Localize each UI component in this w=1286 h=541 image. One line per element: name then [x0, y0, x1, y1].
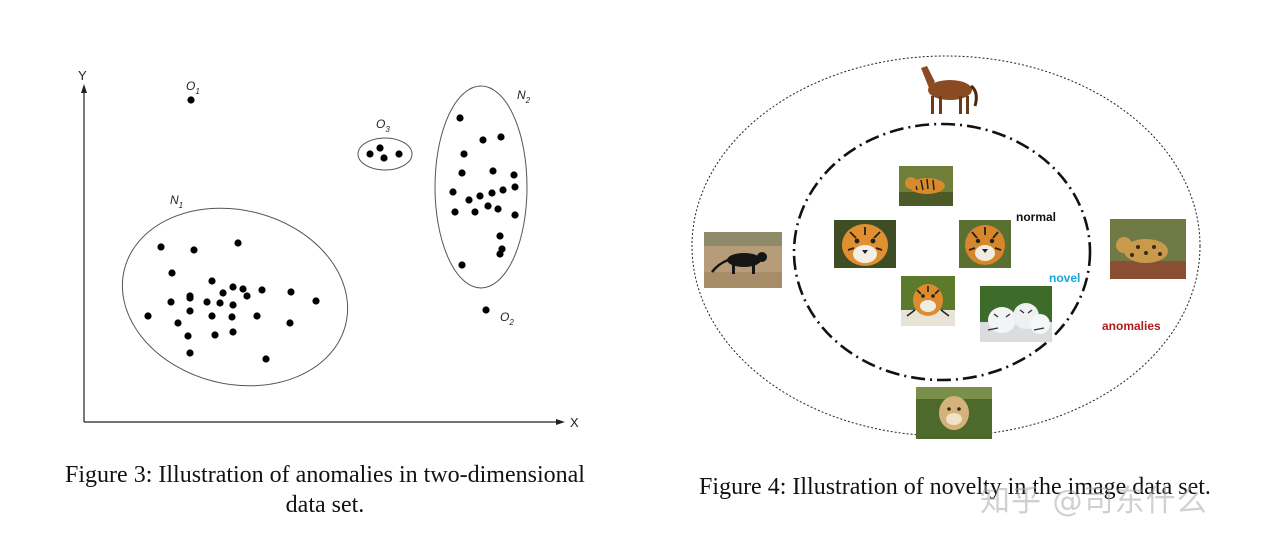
data-point [239, 285, 246, 292]
data-point [460, 150, 467, 157]
data-point [168, 269, 175, 276]
data-point [465, 196, 472, 203]
anomalies-label: anomalies [1102, 319, 1161, 333]
data-point [496, 232, 503, 239]
data-point [253, 312, 260, 319]
data-point [258, 286, 265, 293]
cluster-n1-label: N1 [170, 193, 183, 210]
data-point [229, 301, 236, 308]
data-point [488, 189, 495, 196]
data-point [216, 299, 223, 306]
data-point [287, 288, 294, 295]
data-point [203, 298, 210, 305]
cluster-n1-boundary [103, 185, 366, 409]
data-point [144, 312, 151, 319]
watermark: 知乎 @司东什么 [980, 476, 1208, 520]
outlier-o2-label: O2 [500, 310, 514, 327]
data-point [511, 211, 518, 218]
figure-3-caption-line2: data set. [20, 490, 630, 520]
data-point [190, 246, 197, 253]
data-point [174, 319, 181, 326]
tiger-image [899, 166, 953, 206]
data-point [234, 239, 241, 246]
tiger-face-image [834, 220, 896, 268]
data-point [494, 205, 501, 212]
normal-label: normal [1016, 210, 1056, 224]
data-point [167, 298, 174, 305]
tiger-face-image [959, 220, 1011, 268]
data-point [208, 312, 215, 319]
outlier-o1-label: O1 [186, 79, 200, 96]
data-point [243, 292, 250, 299]
black-panther-image [704, 232, 782, 288]
cluster-o3-boundary [358, 138, 412, 170]
data-point [471, 208, 478, 215]
data-point [157, 243, 164, 250]
data-point [458, 261, 465, 268]
data-point [366, 150, 373, 157]
data-point [496, 250, 503, 257]
novel-label: novel [1049, 271, 1080, 285]
y-axis-label: Y [78, 68, 87, 83]
cluster-o3-label: O3 [376, 117, 390, 134]
cluster-n2-label: N2 [517, 88, 531, 105]
data-point [451, 208, 458, 215]
leopard-image [1110, 219, 1186, 279]
data-point [186, 307, 193, 314]
data-point [479, 136, 486, 143]
y-axis-arrow [81, 84, 87, 93]
data-point [499, 186, 506, 193]
data-point [312, 297, 319, 304]
data-point [186, 349, 193, 356]
data-point [511, 183, 518, 190]
data-point [228, 313, 235, 320]
data-point [510, 171, 517, 178]
data-point [380, 154, 387, 161]
tiger-image [901, 276, 955, 326]
horse-image [921, 66, 976, 114]
figure-3-caption-line1: Figure 3: Illustration of anomalies in t… [20, 460, 630, 490]
data-point [208, 277, 215, 284]
white-tiger-image [980, 286, 1052, 342]
figure-3-caption: Figure 3: Illustration of anomalies in t… [20, 460, 630, 520]
data-point [456, 114, 463, 121]
data-point [229, 328, 236, 335]
x-axis-arrow [556, 419, 565, 425]
data-point [482, 306, 489, 313]
data-point [187, 96, 194, 103]
data-point [184, 332, 191, 339]
data-point [395, 150, 402, 157]
data-point [489, 167, 496, 174]
data-point [376, 144, 383, 151]
data-point [229, 283, 236, 290]
data-point [262, 355, 269, 362]
figure-4-novelty-diagram: normal novel anomalies [680, 50, 1240, 450]
figure-3-scatter-diagram: Y X N1 N2 O3 O1 O2 [60, 60, 600, 450]
data-point [211, 331, 218, 338]
data-point [458, 169, 465, 176]
lioness-image [916, 387, 992, 439]
data-point [186, 294, 193, 301]
data-point [449, 188, 456, 195]
data-point [286, 319, 293, 326]
data-point [476, 192, 483, 199]
data-point [484, 202, 491, 209]
data-points [144, 96, 518, 362]
data-point [219, 289, 226, 296]
x-axis-label: X [570, 415, 579, 430]
data-point [497, 133, 504, 140]
